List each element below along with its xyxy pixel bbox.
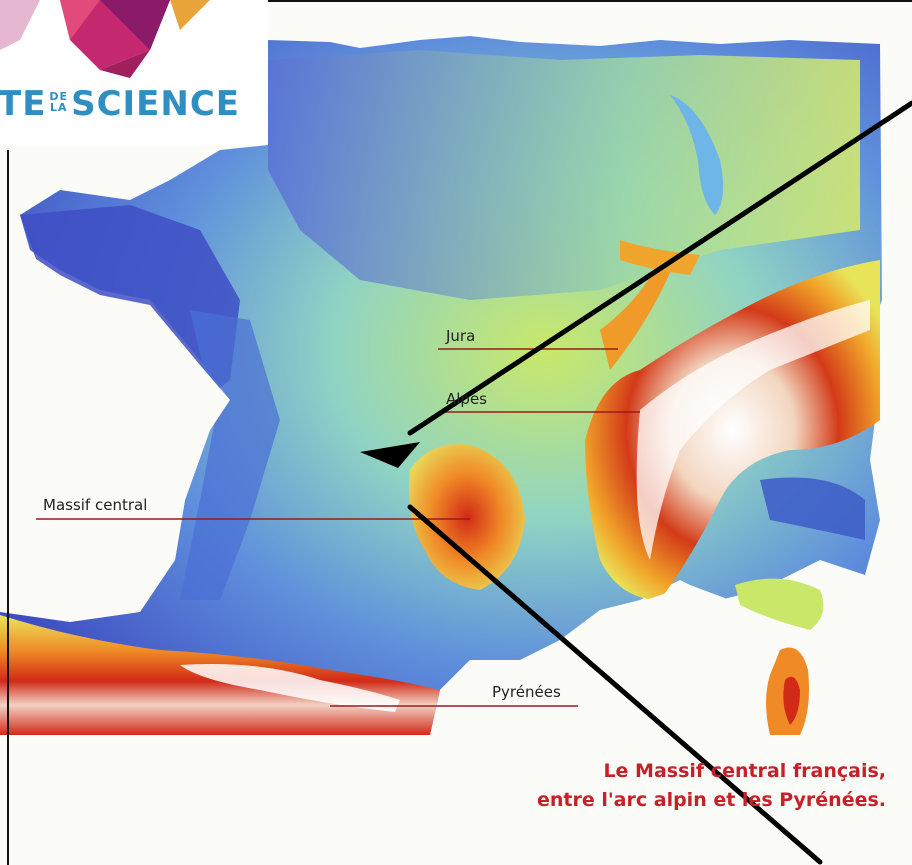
massif-central-relief: [409, 444, 525, 590]
label-pyrenees: Pyrénées: [492, 683, 561, 701]
label-massif-central: Massif central: [43, 496, 148, 514]
annotation-line-upper: [407, 100, 912, 436]
logo-emblem: [0, 0, 210, 78]
map-caption: Le Massif central français, entre l'arc …: [537, 757, 886, 815]
caption-line-2: entre l'arc alpin et les Pyrénées.: [536, 789, 886, 811]
annotation-arrowhead: [360, 442, 420, 468]
label-alpes: Alpes: [446, 390, 487, 408]
annotation-line-lower: [407, 504, 823, 865]
frame-left: [7, 150, 9, 865]
label-jura: Jura: [446, 327, 476, 345]
frame-top: [268, 0, 912, 2]
caption-line-1: Le Massif central français,: [603, 760, 886, 782]
atlantic: [0, 255, 230, 622]
